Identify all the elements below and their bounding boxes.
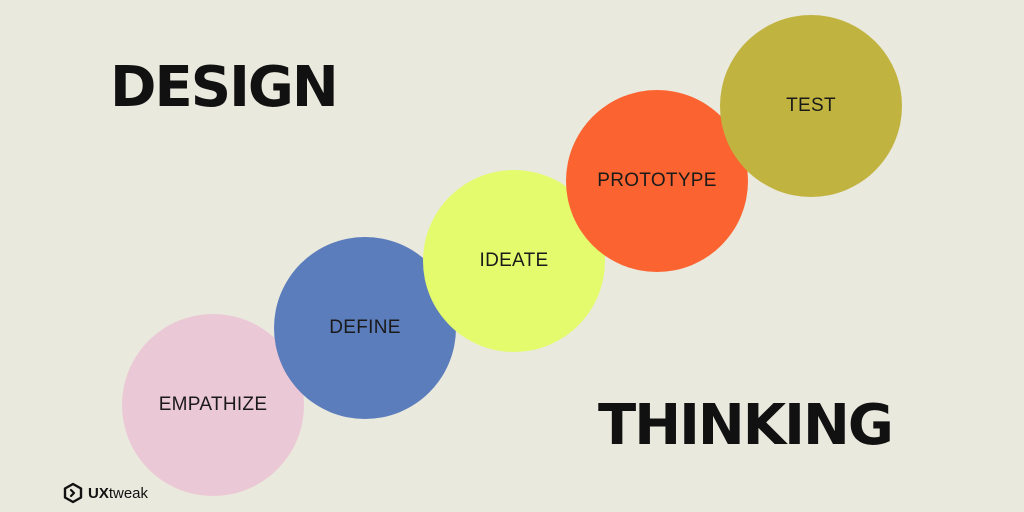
hexagon-logo-icon: [62, 482, 84, 504]
uxtweak-logo: UXtweak: [62, 482, 148, 504]
title-design: DESIGN: [110, 55, 339, 120]
title-thinking: THINKING: [598, 393, 894, 458]
stage-test: TEST: [720, 15, 902, 197]
logo-text-tweak: tweak: [108, 484, 149, 502]
stage-empathize-label: EMPATHIZE: [158, 394, 268, 415]
stage-ideate-label: IDEATE: [479, 250, 549, 271]
stage-prototype-label: PROTOTYPE: [597, 170, 717, 191]
stage-empathize: EMPATHIZE: [122, 314, 304, 496]
logo-text-ux: UX: [88, 484, 109, 502]
stage-prototype: PROTOTYPE: [566, 90, 748, 272]
stage-define-label: DEFINE: [329, 317, 401, 338]
logo-text: UXtweak: [88, 486, 148, 501]
stage-test-label: TEST: [786, 95, 836, 116]
